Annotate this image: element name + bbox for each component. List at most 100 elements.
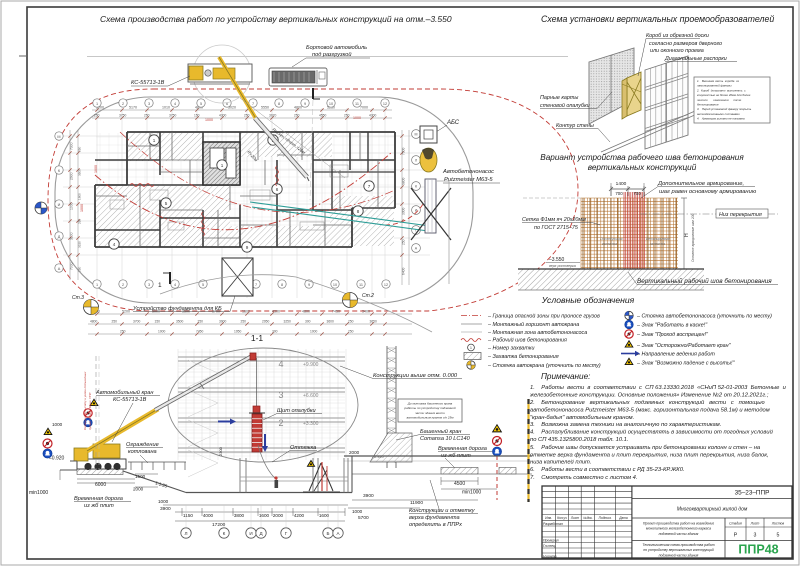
svg-text:Примечание:: Примечание: [541,372,590,381]
svg-text:7450: 7450 [332,310,340,314]
svg-text:2000: 2000 [273,513,284,518]
svg-text:А: А [58,267,61,271]
svg-text:35–23–ППР: 35–23–ППР [735,490,770,497]
svg-text:7300: 7300 [402,147,406,155]
svg-text:М: М [415,133,418,137]
svg-text:До монтажа башенного крана: До монтажа башенного крана [407,402,453,406]
svg-text:4. Арматура условно не показ: 4. Арматура условно не показана [697,117,745,121]
svg-text:3. Перед установкой фанеру п: 3. Перед установкой фанеру покрыть [697,107,752,111]
svg-text:1000: 1000 [158,330,166,334]
svg-text:отметке верха фундамента и пли: отметке верха фундамента и плит перекрыт… [530,453,769,459]
svg-text:Автобетононасос: Автобетононасос [442,169,494,175]
svg-text:Л: Л [184,531,187,536]
svg-text:Проект производства работ на в: Проект производства работ на возведение [643,522,714,526]
svg-text:5: 5 [200,102,202,106]
svg-text:Многоквартирный жилой дом: Многоквартирный жилой дом [677,506,748,513]
svg-text:2950: 2950 [262,320,270,324]
svg-text:9: 9 [308,283,310,287]
svg-text:И: И [415,209,418,213]
svg-text:подземной части здания: подземной части здания [659,553,699,557]
svg-text:1600: 1600 [259,513,270,518]
svg-text:низа капителей плит.: низа капителей плит. [530,459,591,466]
svg-text:1600: 1600 [319,513,330,518]
svg-text:Putzmeister М63-5: Putzmeister М63-5 [444,177,493,183]
svg-text:1800: 1800 [78,193,82,200]
svg-text:5. Рабочие швы допускается: 5. Рабочие швы допускается устраивать пр… [530,445,761,451]
svg-text:250: 250 [294,114,300,118]
svg-text:К: К [58,169,61,173]
svg-text:Схема производства работ по ус: Схема производства работ по устройству в… [100,14,452,24]
svg-text:Листов: Листов [771,522,785,526]
svg-text:9: 9 [246,245,249,250]
svg-text:вертикальных конструкций: вертикальных конструкций [588,163,697,172]
svg-text:1000: 1000 [158,499,169,504]
svg-text:3500: 3500 [176,320,184,324]
svg-text:11: 11 [355,102,359,106]
svg-text:– Знак "Работать в каске!": – Знак "Работать в каске!" [636,323,708,329]
svg-text:1010: 1010 [162,106,170,110]
svg-text:1-1: 1-1 [251,333,264,343]
svg-text:Разработал: Разработал [543,522,563,526]
svg-text:7: 7 [368,184,371,189]
svg-text:3150: 3150 [78,241,82,248]
svg-text:антиадгезионными составами: антиадгезионными составами [697,112,740,116]
svg-text:min1000: min1000 [462,490,481,496]
svg-text:Кол.уч: Кол.уч [557,516,567,520]
svg-text:Изм.: Изм. [545,516,552,520]
svg-text:5170: 5170 [129,106,137,110]
svg-text:Н: Н [684,233,690,237]
svg-text:1150: 1150 [183,513,193,518]
svg-text:1. Внешняя часть короба из: 1. Внешняя часть короба из [697,79,740,83]
svg-text:Диагональные распорки: Диагональные распорки [664,56,727,62]
svg-text:6: 6 [276,187,279,192]
svg-text:1600: 1600 [242,310,250,314]
svg-text:1500: 1500 [135,474,146,479]
svg-text:под разгрузкой: под разгрузкой [312,51,351,58]
svg-text:1000: 1000 [205,118,213,122]
svg-text:4: 4 [174,283,176,287]
svg-text:1000: 1000 [310,330,318,334]
svg-text:250: 250 [344,114,350,118]
svg-text:Р: Р [734,533,738,539]
svg-text:К: К [415,185,418,189]
svg-text:4500: 4500 [454,481,465,487]
svg-text:5550: 5550 [261,106,269,110]
svg-text:250: 250 [348,330,354,334]
svg-text:1: 1 [158,282,162,289]
svg-text:3700: 3700 [133,320,141,324]
svg-text:10: 10 [333,283,337,287]
svg-text:150: 150 [194,114,200,118]
svg-text:определить в ППРх: определить в ППРх [409,522,462,528]
svg-text:1000: 1000 [352,509,363,514]
svg-text:подземной части здания: подземной части здания [659,532,699,536]
svg-text:–0.920: –0.920 [372,455,384,459]
svg-text:Гл.спец.: Гл.спец. [543,544,556,548]
svg-text:согласно размеров дверного: согласно размеров дверного [649,41,722,47]
svg-text:10: 10 [329,102,333,106]
svg-text:5: 5 [165,201,168,206]
svg-text:2900: 2900 [70,172,74,180]
svg-text:Вариант устройства рабочего шв: Вариант устройства рабочего шва бетониро… [540,153,744,162]
svg-text:– Рабочий шов бетонирования: – Рабочий шов бетонирования [487,337,567,344]
svg-text:3: 3 [148,102,150,106]
svg-text:1000: 1000 [52,422,63,427]
svg-text:Вертикальный рабочий шов бетон: Вертикальный рабочий шов бетонирования [637,277,772,285]
svg-text:– Знак "Осторожно/Работает кра: – Знак "Осторожно/Работает кран" [636,343,732,349]
svg-text:6400: 6400 [402,267,406,275]
svg-text:1950: 1950 [234,330,242,334]
svg-text:по устройству вертикальных кон: по устройству вертикальных конструкций [643,548,713,552]
svg-text:3900: 3900 [160,506,171,512]
svg-text:8: 8 [281,283,283,287]
svg-text:250: 250 [78,147,82,152]
svg-text:4800: 4800 [302,310,310,314]
svg-text:250: 250 [144,114,150,118]
svg-text:5200: 5200 [122,310,130,314]
svg-text:4800: 4800 [90,320,98,324]
svg-text:250: 250 [402,239,406,245]
svg-text:Ст.3: Ст.3 [72,295,84,301]
svg-text:автомобильным краном г/п 25м: автомобильным краном г/п 25м [406,416,454,420]
svg-text:4: 4 [278,359,283,369]
svg-text:–0.920: –0.920 [49,456,65,462]
svg-text:3900: 3900 [363,493,374,499]
svg-text:монолитного железобетонного ка: монолитного железобетонного каркаса [646,527,711,531]
